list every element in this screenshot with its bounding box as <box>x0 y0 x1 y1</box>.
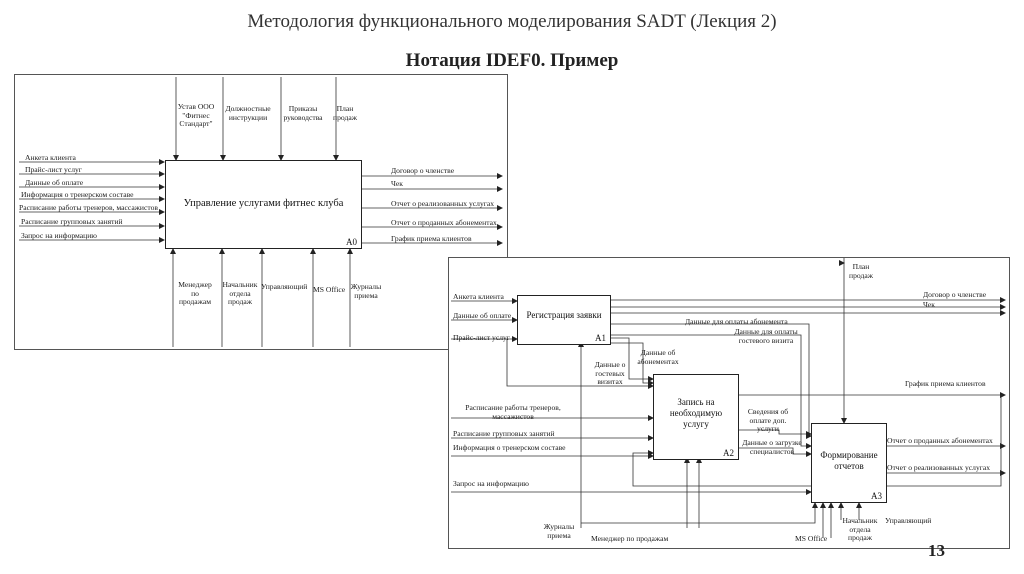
mechanism-label: Менеджер по продажам <box>591 534 669 543</box>
flow-label: Данные об абонементах <box>637 348 679 366</box>
input-label: Прайс-лист услуг <box>25 165 82 174</box>
input-label: Анкета клиента <box>25 153 76 162</box>
flow-label: Сведения об оплате доп. услуги <box>747 407 789 433</box>
output-label: Отчет о реализованных услугах <box>887 463 991 472</box>
control-label: План продаж <box>849 262 873 280</box>
input-label: Анкета клиента <box>453 292 504 301</box>
slide-title: Методология функционального моделировани… <box>247 11 777 32</box>
process-box-id: A2 <box>723 448 734 458</box>
mechanism-label: Журналы приема <box>543 522 575 540</box>
page-number: 13 <box>928 541 945 560</box>
process-box-id: A3 <box>871 491 882 501</box>
control-label: Устав ООО "Фитнес Стандарт" <box>177 102 215 128</box>
output-label: График приема клиентов <box>391 234 472 243</box>
diagram-a0-arrows <box>19 77 503 347</box>
control-label: План продаж <box>333 104 357 122</box>
output-label: Отчет о проданных абонементах <box>887 436 993 445</box>
mechanism-label: Управляющий <box>885 516 932 525</box>
mechanism-label: Менеджер по продажам <box>178 280 212 306</box>
input-label: Запрос на информацию <box>21 231 97 240</box>
output-label: График приема клиентов <box>905 379 986 388</box>
input-label: Запрос на информацию <box>453 479 529 488</box>
output-label: Отчет о проданных абонементах <box>391 218 497 227</box>
output-label: Чек <box>391 179 403 188</box>
mechanism-label: Журналы приема <box>350 282 382 300</box>
control-label: Должностные инструкции <box>225 104 271 122</box>
process-box-a1: Регистрация заявки A1 <box>517 295 611 345</box>
mechanism-label: MS Office <box>313 285 346 294</box>
output-label: Договор о членстве <box>391 166 455 175</box>
flow-label: Данные о гостевых визитах <box>594 360 626 386</box>
output-label: Отчет о реализованных услугах <box>391 199 495 208</box>
input-label: Расписание групповых занятий <box>453 429 555 438</box>
input-label: Расписание групповых занятий <box>21 217 123 226</box>
process-box-id: A0 <box>346 237 357 247</box>
mechanism-label: MS Office <box>795 534 828 543</box>
process-box-title: Регистрация заявки <box>526 310 602 320</box>
input-label: Информация о тренерском составе <box>453 443 566 452</box>
slide-subtitle: Нотация IDEF0. Пример <box>405 50 619 71</box>
diagram-a1-frame: Регистрация заявки A1 Запись на необходи… <box>448 257 1010 549</box>
control-label: Приказы руководства <box>283 104 323 122</box>
flow-label: Данные для оплаты гостевого визита <box>734 327 798 345</box>
mechanism-label: Начальник отдела продаж <box>222 280 258 306</box>
mechanism-label: Начальник отдела продаж <box>842 516 878 542</box>
input-label: Данные об оплате <box>25 178 84 187</box>
diagram-a1-arrows <box>451 258 1006 538</box>
process-box-a2: Запись на необходимую услугу A2 <box>653 374 739 460</box>
flow-label: Данные о загрузке специалистов <box>742 438 802 456</box>
input-label: Информация о тренерском составе <box>21 190 134 199</box>
flow-label: Данные для оплаты абонемента <box>685 317 788 326</box>
process-box-a3: Формирование отчетов A3 <box>811 423 887 503</box>
output-label: Чек <box>923 300 935 309</box>
mechanism-label: Управляющий <box>261 282 308 291</box>
input-label: Расписание работы тренеров, массажистов <box>465 403 561 421</box>
input-label: Прайс-лист услуг <box>453 333 510 342</box>
input-label: Расписание работы тренеров, массажистов <box>19 203 158 212</box>
process-box-title: Запись на необходимую услугу <box>669 397 723 429</box>
output-label: Договор о членстве <box>923 290 987 299</box>
process-box-title: Управление услугами фитнес клуба <box>183 198 344 209</box>
process-box-id: A1 <box>595 333 606 343</box>
process-box-a0: Управление услугами фитнес клуба A0 <box>165 160 362 249</box>
diagram-a0-frame: Управление услугами фитнес клуба A0 Анке… <box>14 74 508 350</box>
process-box-title: Формирование отчетов <box>820 450 878 471</box>
input-label: Данные об оплате <box>453 311 512 320</box>
